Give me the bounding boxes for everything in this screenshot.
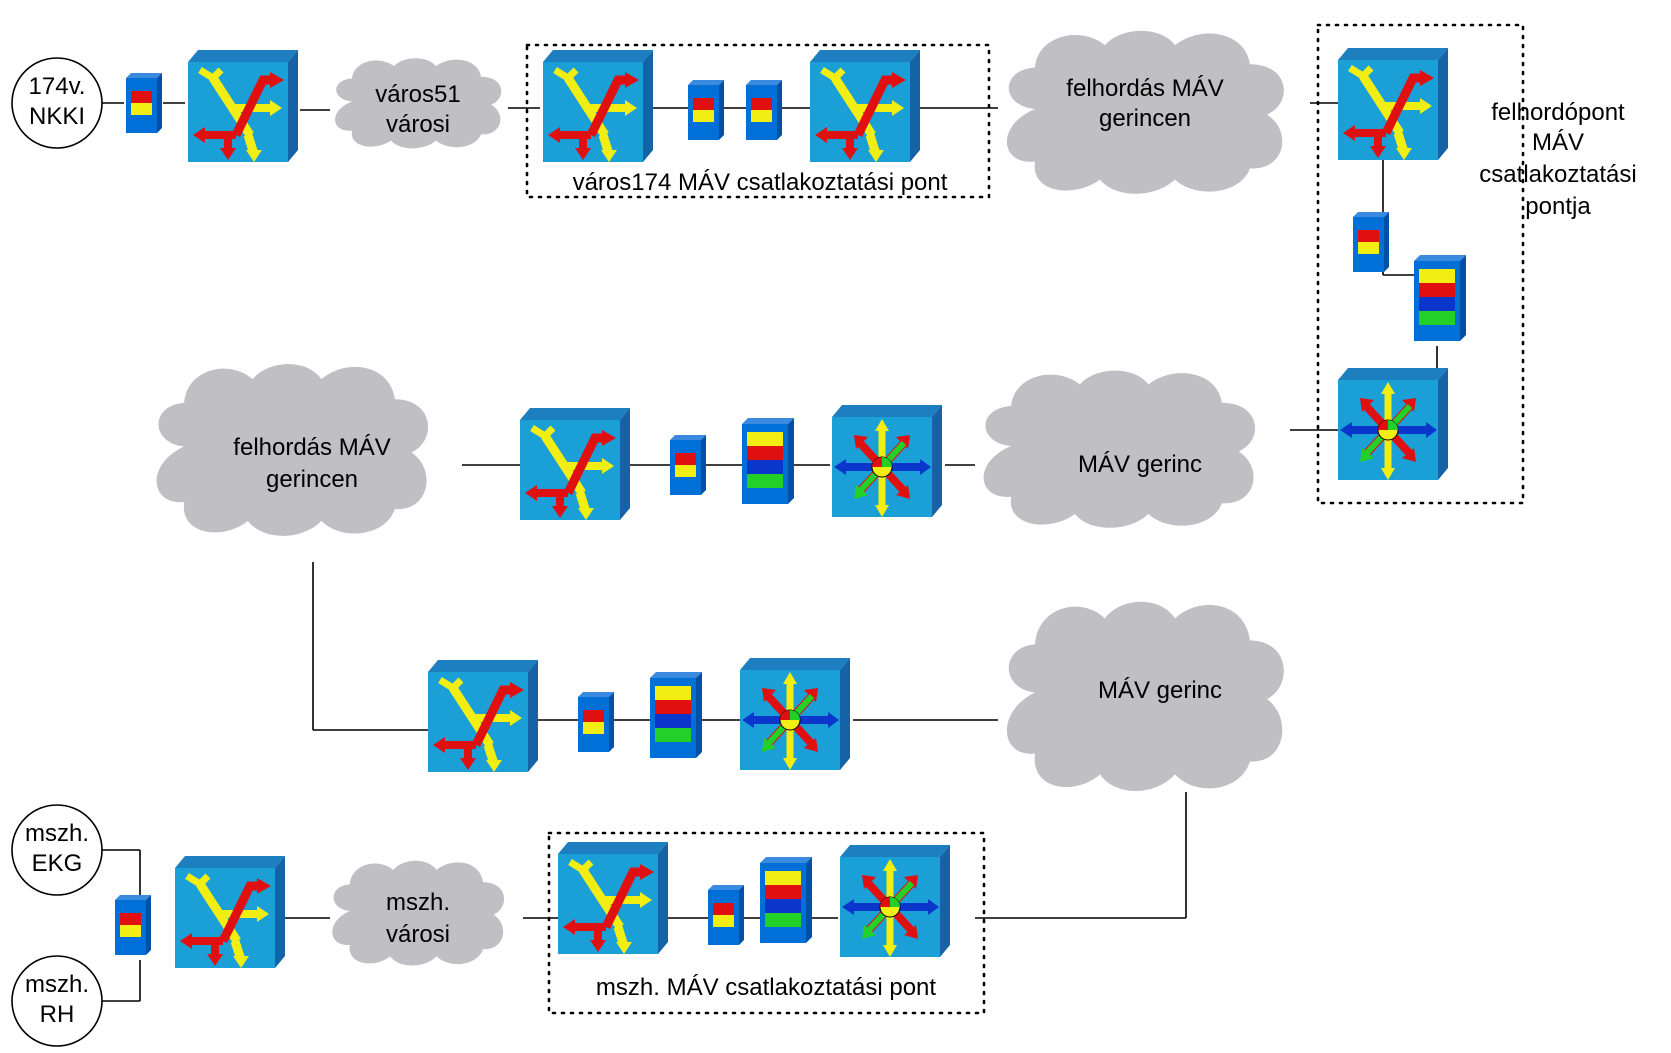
felhordopont-label-line3: csatlakoztatási [1479,161,1636,188]
cloud-felhordas-mid-line2: gerincen [266,466,358,493]
cloud-varos51-line1: város51 [375,81,460,108]
layer3-switch-icon [740,658,850,770]
endpoint-ekg: mszh. EKG [11,804,103,896]
felhordopont-label-line2: MÁV [1532,129,1584,156]
router-icon [520,408,630,520]
multiplexer-icon [650,672,702,758]
media-converter-icon [670,435,706,495]
mszh-group-box [547,831,986,1015]
layer3-switch-icon [1338,368,1448,480]
router-icon [188,50,298,162]
media-converter-icon [746,80,782,140]
multiplexer-icon [742,418,794,504]
varos174-group-label: város174 MÁV csatlakoztatási pont [573,169,948,196]
endpoint-rh-line1: mszh. [25,971,89,998]
multiplexer-icon [1414,255,1466,341]
felhordopont-group-label: felhordópont MÁV csatlakoztatási pontja [1479,99,1636,220]
media-converter-icon [578,692,614,752]
layer3-switch-icon [832,405,942,517]
cloud-felhordas-top-line2: gerincen [1099,105,1191,132]
cloud-varos51-line2: városi [386,111,450,138]
varos174-group-box [525,43,991,199]
media-converter-icon [115,895,151,955]
cloud-felhordas-mid-line1: felhordás MÁV [233,434,390,461]
endpoint-nkki-line1: 174v. [29,73,86,100]
router-icon [1338,48,1448,160]
endpoint-rh-line2: RH [40,1001,75,1028]
cloud-felhordas-top-line1: felhordás MÁV [1066,75,1223,102]
cloud-mszh-varosi: mszh. városi [332,860,505,966]
layer3-switch-icon [840,845,950,957]
cloud-felhordas-top: felhordás MÁV gerincen [1006,30,1284,194]
endpoint-nkki: 174v. NKKI [11,57,103,149]
router-icon [428,660,538,772]
router-icon [175,856,285,968]
cloud-felhordas-mid: felhordás MÁV gerincen [156,364,429,536]
endpoint-ekg-line2: EKG [32,850,83,877]
endpoint-rh: mszh. RH [11,955,103,1047]
router-icon [558,842,668,954]
cloud-mszh-varosi-line1: mszh. [386,889,450,916]
router-icon [810,50,920,162]
mszh-group-label: mszh. MÁV csatlakoztatási pont [596,974,936,1001]
cloud-varos51: város51 városi [335,58,502,149]
cloud-mav-gerinc-low-label: MÁV gerinc [1098,677,1222,704]
felhordopont-group-box [1316,23,1525,505]
cloud-mszh-varosi-line2: városi [386,921,450,948]
multiplexer-icon [760,857,812,943]
cloud-mav-gerinc-low: MÁV gerinc [1006,601,1284,791]
cloud-mav-gerinc-mid: MÁV gerinc [983,370,1256,528]
endpoint-ekg-line1: mszh. [25,820,89,847]
media-converter-icon [708,885,744,945]
router-icon [543,50,653,162]
media-converter-icon [126,73,162,133]
cloud-mav-gerinc-mid-label: MÁV gerinc [1078,451,1202,478]
media-converter-icon [1353,212,1389,272]
felhordopont-label-line1: felhordópont [1491,99,1625,126]
felhordopont-label-line4: pontja [1525,193,1591,220]
endpoint-nkki-line2: NKKI [29,103,85,130]
media-converter-icon [688,80,724,140]
